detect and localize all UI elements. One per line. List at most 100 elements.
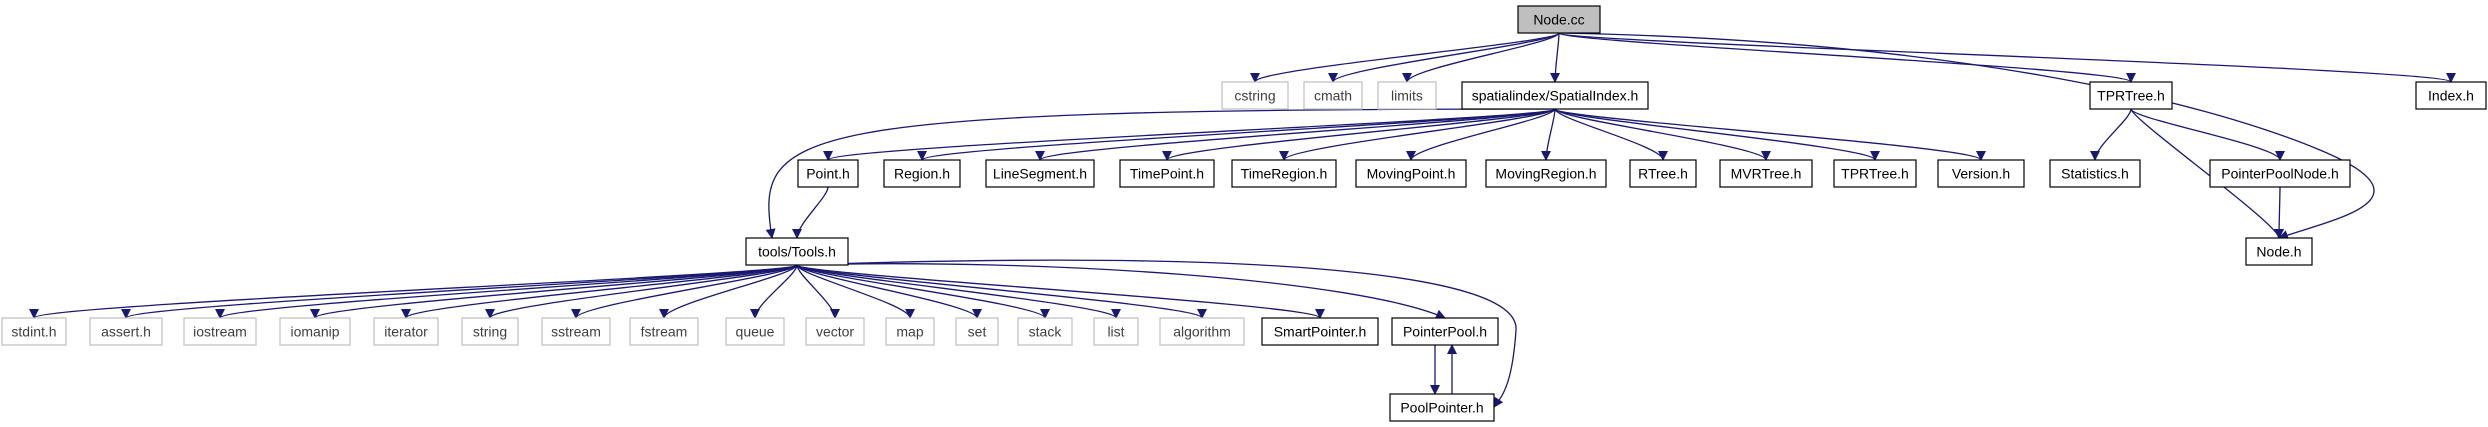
node-label: TimePoint.h [1130, 166, 1204, 182]
node-box [629, 317, 699, 346]
node-label: map [896, 324, 923, 340]
node-label: limits [1391, 88, 1423, 104]
edge-tools_h-to-list [796, 264, 1121, 319]
graph-node-cmath: cmath [1303, 81, 1363, 110]
graph-node-tprtree-mid[interactable]: TPRTree.h [1833, 159, 1917, 188]
node-label: Version.h [1952, 166, 2010, 182]
node-label: iostream [193, 324, 247, 340]
edge-tools_h-to-iomanip [310, 264, 798, 319]
graph-node-region-h[interactable]: Region.h [883, 159, 961, 188]
edge-spatialindex-to-movingregion_h [1541, 108, 1556, 161]
node-box [745, 237, 849, 266]
edge-tprtree_top-to-statistics_h [2090, 108, 2132, 161]
graph-node-rtree-h[interactable]: RTree.h [1629, 159, 1697, 188]
node-label: spatialindex/SpatialIndex.h [1472, 88, 1639, 104]
graph-node-pointerpoolnode-h[interactable]: PointerPoolNode.h [2209, 159, 2351, 188]
edge-spatialindex-to-linesegment_h [1035, 108, 1556, 161]
node-label: fstream [641, 324, 688, 340]
graph-node-string: string [461, 317, 519, 346]
graph-node-sstream: sstream [541, 317, 611, 346]
graph-node-iostream: iostream [183, 317, 257, 346]
graph-node-stdint-h: stdint.h [1, 317, 67, 346]
node-box [1, 317, 67, 346]
graph-node-list: list [1093, 317, 1139, 346]
graph-node-tprtree-top[interactable]: TPRTree.h [2089, 81, 2173, 110]
node-label: Node.h [2256, 244, 2301, 260]
node-label: MovingPoint.h [1367, 166, 1456, 182]
graph-node-timepoint-h[interactable]: TimePoint.h [1119, 159, 1215, 188]
node-box [541, 317, 611, 346]
node-label: Region.h [894, 166, 950, 182]
node-box [89, 317, 163, 346]
graph-node-linesegment-h[interactable]: LineSegment.h [985, 159, 1095, 188]
node-box [2245, 237, 2313, 266]
graph-node-statistics-h[interactable]: Statistics.h [2049, 159, 2141, 188]
node-box [805, 317, 865, 346]
graph-node-point-h[interactable]: Point.h [797, 159, 859, 188]
graph-node-tools-h[interactable]: tools/Tools.h [745, 237, 849, 266]
node-label: iterator [384, 324, 428, 340]
graph-node-queue: queue [725, 317, 785, 346]
edge-node_cc-to-tprtree_top [1558, 32, 2136, 83]
node-label: TPRTree.h [1841, 166, 1909, 182]
edge-tools_h-to-sstream [571, 264, 798, 319]
graph-node-node-h[interactable]: Node.h [2245, 237, 2313, 266]
edge-node_cc-to-index_h [1558, 32, 2456, 83]
graph-node-mvrtree-h[interactable]: MVRTree.h [1719, 159, 1813, 188]
edge-tools_h-to-queue [750, 264, 798, 319]
graph-node-vector: vector [805, 317, 865, 346]
node-box [1303, 81, 1363, 110]
node-label: PoolPointer.h [1400, 400, 1483, 416]
edges-layer [29, 32, 2456, 408]
graph-node-smartpointer-h[interactable]: SmartPointer.h [1261, 317, 1379, 346]
node-box [1159, 317, 1245, 346]
graph-node-cstring: cstring [1221, 81, 1289, 110]
node-label: Statistics.h [2061, 166, 2129, 182]
node-box [797, 159, 859, 188]
node-box [1231, 159, 1337, 188]
node-label: PointerPoolNode.h [2221, 166, 2339, 182]
node-label: algorithm [1173, 324, 1231, 340]
graph-node-spatialindex[interactable]: spatialindex/SpatialIndex.h [1461, 81, 1649, 110]
graph-node-version-h[interactable]: Version.h [1937, 159, 2025, 188]
node-label: MVRTree.h [1731, 166, 1802, 182]
node-label: set [968, 324, 987, 340]
edge-tools_h-to-set [796, 264, 982, 319]
edge-spatialindex-to-version_h [1554, 108, 1986, 161]
graph-node-movingpoint-h[interactable]: MovingPoint.h [1355, 159, 1467, 188]
node-label: MovingRegion.h [1495, 166, 1596, 182]
node-box [1261, 317, 1379, 346]
node-box [1517, 5, 1601, 34]
node-box [2209, 159, 2351, 188]
edge-tools_h-to-map [796, 264, 915, 319]
edge-tools_h-to-string [485, 264, 798, 319]
graph-node-index-h[interactable]: Index.h [2415, 81, 2487, 110]
graph-node-poolpointer-h[interactable]: PoolPointer.h [1389, 393, 1495, 422]
edge-tools_h-to-iterator [401, 264, 798, 319]
edge-point_h-to-tools_h [792, 186, 829, 239]
edge-tools_h-to-assert_h [121, 264, 798, 319]
edge-tools_h-to-stdint_h [29, 264, 798, 319]
edge-node_cc-to-spatialindex [1550, 32, 1561, 83]
node-box [725, 317, 785, 346]
nodes-layer: Node.cc cstring cmath limits spatialindex/Sp… [1, 5, 2487, 422]
graph-node-node-cc[interactable]: Node.cc [1517, 5, 1601, 34]
edge-node_cc-to-node_h [1558, 32, 2375, 240]
graph-node-movingregion-h[interactable]: MovingRegion.h [1485, 159, 1607, 188]
node-label: LineSegment.h [993, 166, 1087, 182]
graph-node-algorithm: algorithm [1159, 317, 1245, 346]
graph-node-timeregion-h[interactable]: TimeRegion.h [1231, 159, 1337, 188]
node-box [885, 317, 935, 346]
node-box [1221, 81, 1289, 110]
node-label: RTree.h [1638, 166, 1688, 182]
node-box [985, 159, 1095, 188]
node-box [1629, 159, 1697, 188]
node-label: Point.h [806, 166, 850, 182]
graph-node-pointerpool-h[interactable]: PointerPool.h [1391, 317, 1499, 346]
node-box [1719, 159, 1813, 188]
edge-tools_h-to-fstream [659, 264, 798, 319]
edge-spatialindex-to-timeregion_h [1279, 108, 1556, 161]
node-box [1461, 81, 1649, 110]
edge-tprtree_top-to-node_h [2130, 108, 2284, 239]
node-label: queue [736, 324, 775, 340]
